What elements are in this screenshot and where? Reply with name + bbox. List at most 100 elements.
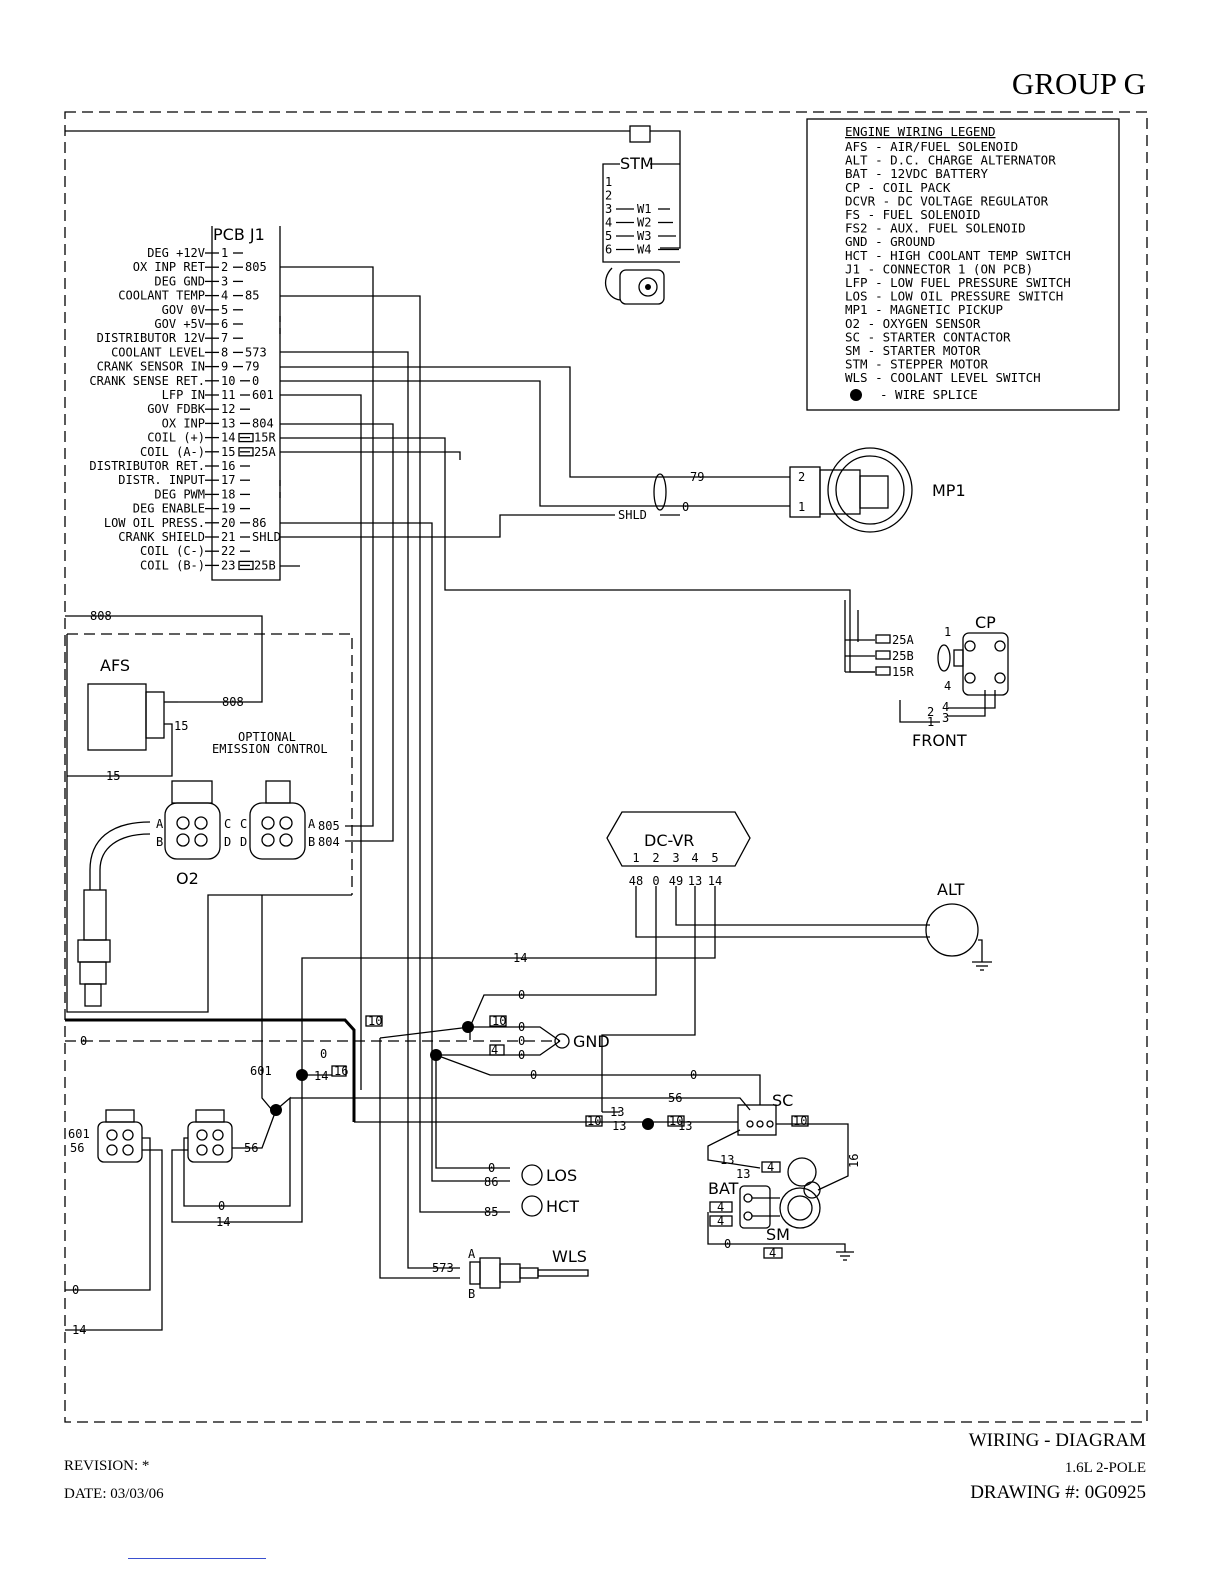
wire-0-top: 0: [518, 988, 525, 1002]
conn2-pin-d: D: [240, 835, 247, 849]
wire-0-bl: 0: [72, 1283, 79, 1297]
legend-item: MP1 - MAGNETIC PICKUP: [845, 302, 1003, 317]
legend-item: BAT - 12VDC BATTERY: [845, 166, 988, 181]
lfp-splices: 601 14 16 0 14 56 56: [171, 895, 751, 1229]
diagram-border: [64, 111, 1148, 1423]
battery-icon: [739, 1185, 771, 1229]
pcb-pin-label: GOV FDBK: [147, 402, 206, 416]
dcvr-pin-num: 2: [652, 851, 659, 865]
revision: REVISION: *: [64, 1458, 150, 1474]
pcb-pin-label: CRANK SHIELD: [118, 530, 205, 544]
wire-56-sc: 56: [668, 1091, 682, 1105]
conn2-pin-c: C: [240, 817, 247, 831]
wire-15-bottom: 15: [106, 769, 120, 783]
dcvr-pin-num: 4: [691, 851, 698, 865]
sensors: 0 86 LOS 85 HCT WLS 573 A B: [432, 1161, 589, 1301]
wire-0-g3: 0: [518, 1048, 525, 1062]
alternator: ALT: [925, 880, 992, 971]
wls-pin-b: B: [468, 1287, 475, 1301]
pcb-pin-label: COOLANT LEVEL: [111, 345, 205, 359]
legend-item: HCT - HIGH COOLANT TEMP SWITCH: [845, 248, 1071, 263]
wire-808-top: 808: [90, 609, 112, 623]
pcb-pin-num: 3: [221, 274, 228, 288]
cp-wire-25a: 25A: [892, 633, 914, 647]
link-underline: [128, 1558, 266, 1559]
pcb-pin-label: DISTR. INPUT: [118, 473, 205, 487]
pcb-pin-num: 9: [221, 360, 228, 374]
wire-0-g4: 0: [530, 1068, 537, 1082]
cp-front-label: FRONT: [912, 731, 967, 750]
dcvr-pin-num: 5: [711, 851, 718, 865]
wire-601-left: 601: [68, 1127, 90, 1141]
cp-num-3: 3: [942, 711, 949, 725]
tag-4-sm2: 4: [769, 1246, 776, 1260]
wls-sensor-icon: [469, 1257, 589, 1289]
pcb-pin-label: GOV +5V: [154, 317, 205, 331]
pcb-pin-num: 17: [221, 473, 235, 487]
pcb-wire-label: 805: [245, 260, 267, 274]
o2-sensor-icon: [77, 821, 151, 1007]
pcb-pin-num: 6: [221, 317, 228, 331]
wire-13-sm2: 13: [736, 1167, 750, 1181]
o2-pin-b: B: [156, 835, 163, 849]
dcvr-wire-label: 13: [688, 874, 702, 888]
splice-dot-icon: [850, 389, 862, 401]
legend-item: SC - STARTER CONTACTOR: [845, 329, 1011, 344]
wire-0-los: 0: [488, 1161, 495, 1175]
pcb-pin-num: 7: [221, 331, 228, 345]
stm-label: STM: [620, 154, 654, 173]
wire-0-label: 0: [682, 500, 689, 514]
legend-item: LFP - LOW FUEL PRESSURE SWITCH: [845, 275, 1071, 290]
tag-10-c: 10: [587, 1114, 601, 1128]
wire-85-hct: 85: [484, 1205, 498, 1219]
tag-16: 16: [334, 1064, 348, 1078]
wire-14-splice: 14: [314, 1069, 328, 1083]
stm-wire-label: W4: [637, 243, 651, 257]
bat-label: BAT: [708, 1179, 739, 1198]
legend-item: DCVR - DC VOLTAGE REGULATOR: [845, 193, 1049, 208]
afs-label: AFS: [100, 656, 130, 675]
wls-label: WLS: [552, 1247, 587, 1266]
stm-wire-label: W1: [637, 202, 651, 216]
wire-56-conn: 56: [244, 1141, 258, 1155]
cp-num-2: 2: [927, 705, 934, 719]
pcb-pin-label: COIL (+): [147, 431, 205, 445]
date: DATE: 03/03/06: [64, 1486, 164, 1502]
afs-body: [87, 683, 147, 751]
pcb-pin-label: DISTRIBUTOR 12V: [97, 331, 205, 345]
mp1-pin-1: 1: [798, 500, 805, 514]
wire-805-o2: 805: [318, 819, 340, 833]
stm-pin-num: 4: [605, 216, 612, 230]
pcb-pin-num: 10: [221, 374, 235, 388]
legend-item: SM - STARTER MOTOR: [845, 343, 981, 358]
wire-0-g2: 0: [518, 1034, 525, 1048]
pcb-wire-label: 25B: [254, 558, 276, 572]
mp1-label: MP1: [932, 481, 966, 500]
wire-79-label: 79: [690, 470, 704, 484]
splice-dot-icon: [462, 1021, 474, 1033]
pcb-pin-num: 4: [221, 289, 228, 303]
pcb-pin-num: 19: [221, 502, 235, 516]
pcb-pin-label: DEG PWM: [154, 487, 205, 501]
pcb-wire-label: 86: [252, 516, 266, 530]
stm-pin-num: 2: [605, 189, 612, 203]
cp-wire-25b: 25B: [892, 649, 914, 663]
legend-item: J1 - CONNECTOR 1 (ON PCB): [845, 261, 1033, 276]
dcvr-label: DC-VR: [644, 831, 694, 850]
wire-86-los: 86: [484, 1175, 498, 1189]
pcb-wire-label: 85: [245, 289, 259, 303]
stm-wire-label: W3: [637, 229, 651, 243]
tag-4: 4: [491, 1043, 498, 1057]
wire-808-afs: 808: [222, 695, 244, 709]
tag-10-b: 10: [492, 1014, 506, 1028]
pcb-pin-num: 8: [221, 345, 228, 359]
pcb-pin-num: 18: [221, 487, 235, 501]
pcb-pin-label: DISTRIBUTOR RET.: [89, 459, 205, 473]
dcvr-wire-label: 0: [652, 874, 659, 888]
conn2-pin-a: A: [308, 817, 316, 831]
pcb-pin-num: 20: [221, 516, 235, 530]
legend-item: AFS - AIR/FUEL SOLENOID: [845, 139, 1018, 154]
pcb-wire-label: 25A: [254, 445, 276, 459]
cp-num-4b: 4: [942, 700, 949, 714]
